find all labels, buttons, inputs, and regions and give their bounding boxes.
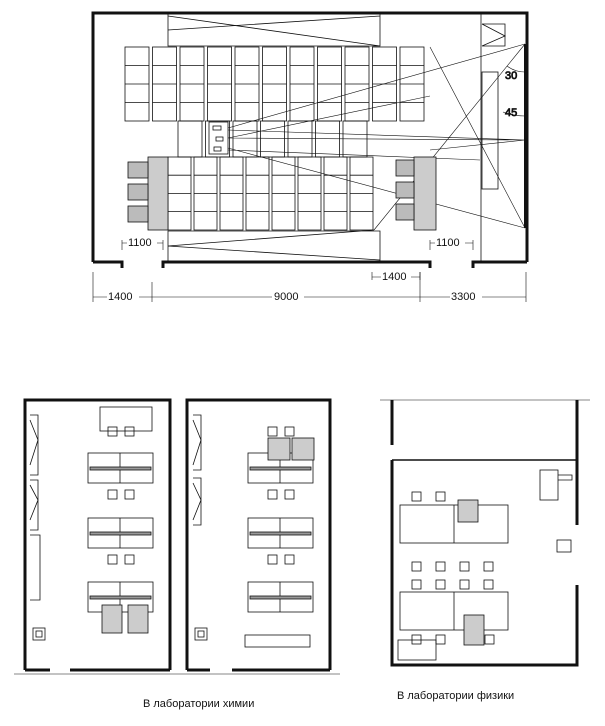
desk-column	[205, 120, 230, 158]
desk-column	[232, 120, 258, 158]
main-classroom-plan: 30 45	[91, 11, 529, 302]
stool	[435, 579, 446, 590]
stool	[483, 579, 494, 590]
stool	[411, 491, 422, 502]
chemistry-lab-plan-2	[180, 398, 340, 675]
desk-column	[177, 120, 203, 158]
lab-table	[247, 581, 314, 613]
student-stools	[87, 406, 495, 645]
physics-lab-plan	[380, 399, 590, 667]
angle-45-label: 45	[505, 107, 517, 119]
stool	[435, 491, 446, 502]
dim-door-right: 1100	[436, 237, 460, 249]
stool	[435, 634, 446, 645]
sight-lines	[227, 43, 526, 231]
stool	[435, 561, 446, 572]
outer-wall	[91, 11, 529, 262]
stool	[411, 561, 422, 572]
lab-bench-right	[395, 156, 437, 231]
stool	[124, 554, 135, 565]
dim-left-segment: 1400	[108, 291, 132, 303]
lab-table	[99, 406, 153, 432]
dim-right-segment: 3300	[451, 291, 475, 303]
lab-bench	[101, 604, 123, 634]
dim-aisle: 1400	[382, 271, 406, 283]
caption-physics: В лаборатории физики	[397, 690, 514, 702]
stool	[267, 489, 278, 500]
front-wall	[93, 260, 527, 268]
stool	[124, 489, 135, 500]
lab-bench	[127, 604, 149, 634]
stool	[483, 561, 494, 572]
dim-door-left: 1100	[128, 237, 152, 249]
teacher-table	[208, 121, 229, 155]
stool	[107, 426, 118, 437]
lab-table	[87, 517, 154, 549]
stool	[284, 554, 295, 565]
stool	[267, 554, 278, 565]
screen-top	[167, 13, 381, 47]
stool	[411, 579, 422, 590]
stool	[107, 554, 118, 565]
stool	[284, 426, 295, 437]
screen-bottom	[167, 229, 381, 262]
stool	[284, 489, 295, 500]
stool	[459, 579, 470, 590]
lab-bench	[267, 437, 291, 461]
lab-bench	[291, 437, 315, 461]
stool	[459, 561, 470, 572]
stool	[124, 426, 135, 437]
lab-table	[247, 517, 314, 549]
blackboard	[481, 71, 499, 190]
lab-table	[87, 452, 154, 484]
stool	[107, 489, 118, 500]
desk-column	[287, 120, 313, 158]
board-cabinet	[480, 13, 506, 262]
angle-30-label: 30	[505, 70, 517, 82]
chemistry-lab-plan-1	[14, 398, 180, 675]
stool	[484, 634, 495, 645]
dim-middle-segment: 9000	[274, 291, 298, 303]
lab-bench-left	[127, 156, 169, 231]
stool	[267, 426, 278, 437]
student-desks	[124, 46, 425, 231]
stool	[411, 634, 422, 645]
caption-chemistry: В лаборатории химии	[143, 698, 254, 710]
